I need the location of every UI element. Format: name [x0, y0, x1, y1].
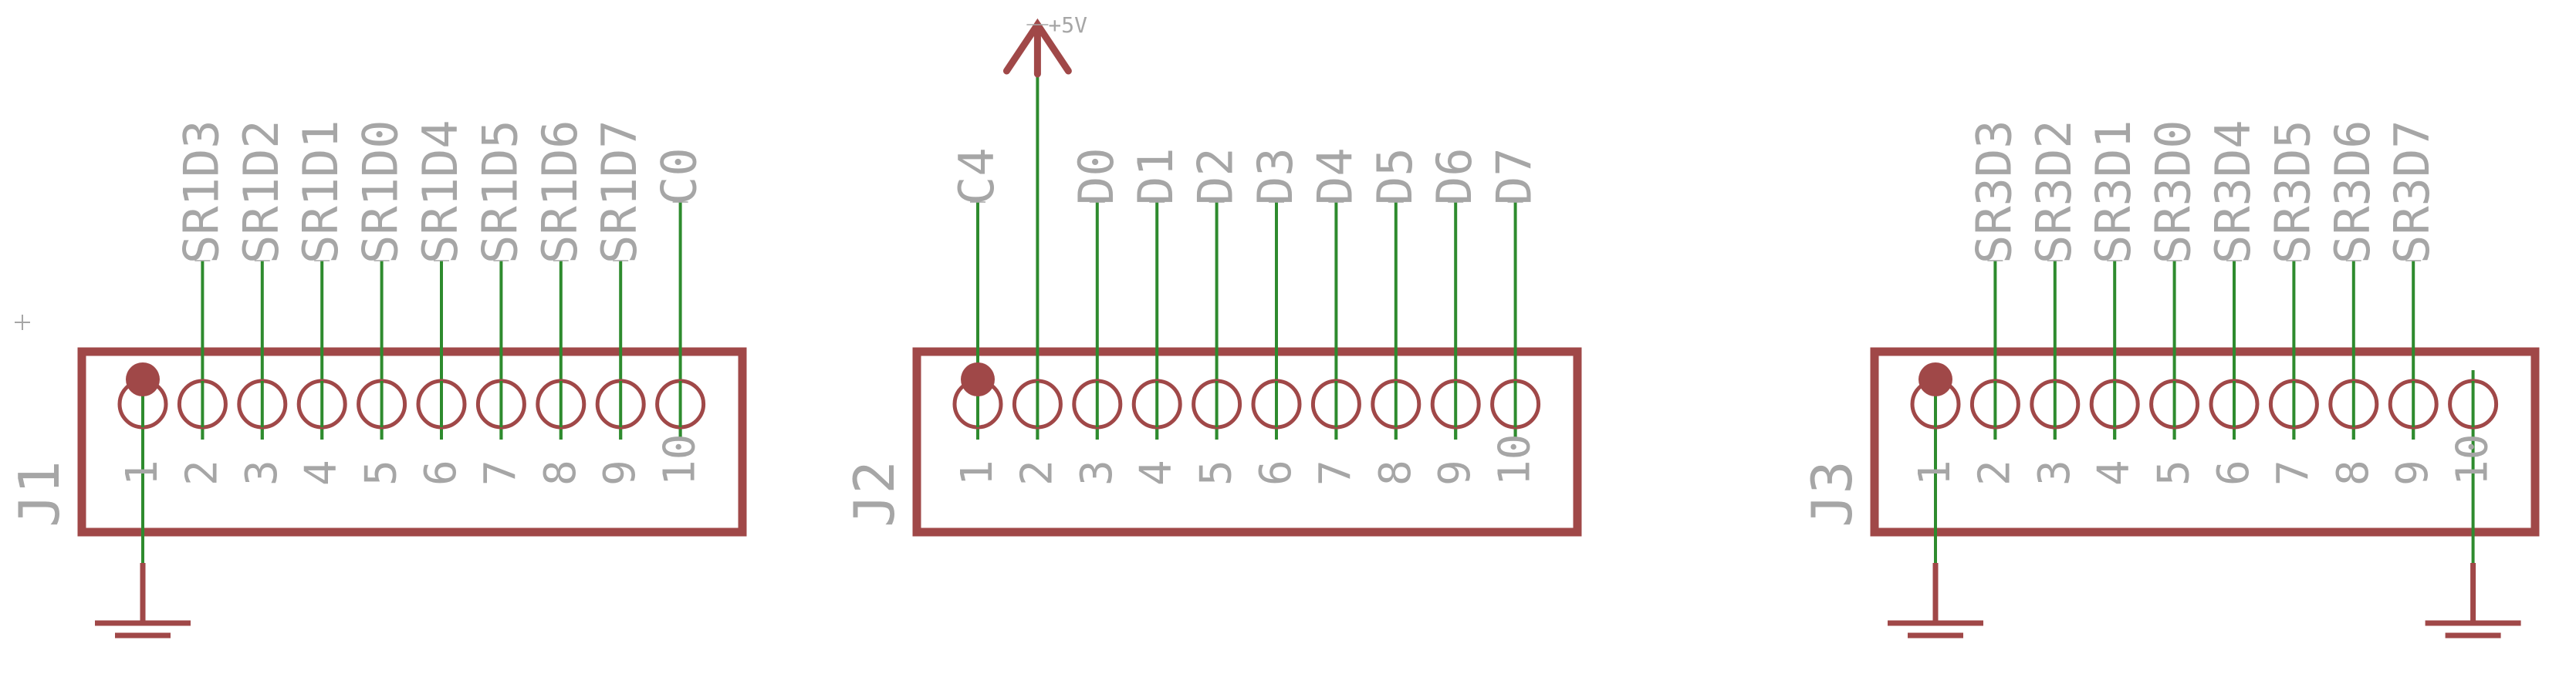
pin-number: 5	[2149, 460, 2199, 486]
net-label: SR1D2	[233, 120, 289, 264]
connector-body	[912, 347, 1582, 537]
ground-icon	[1888, 620, 1983, 639]
pin-number: 5	[357, 460, 407, 486]
connector-label: J3	[1800, 460, 1864, 527]
pin-number: 10	[1490, 434, 1540, 486]
net-label: SR3D6	[2324, 120, 2381, 264]
power-label-5v: +5V	[1048, 12, 1087, 38]
net-label: D2	[1188, 147, 1244, 205]
pin-number: 1	[117, 460, 167, 486]
pin-number: 4	[1131, 460, 1182, 486]
connector-label: J2	[842, 460, 907, 527]
pin1-marker-icon	[961, 362, 995, 396]
net-label: D6	[1426, 147, 1482, 205]
pin-number: 4	[296, 460, 347, 486]
net-label: D0	[1068, 147, 1124, 205]
net-label: SR3D3	[1966, 120, 2022, 264]
pin-number: 9	[1430, 460, 1480, 486]
pin-number: 2	[177, 460, 227, 486]
net-label: SR3D4	[2205, 120, 2261, 264]
net-label: D5	[1367, 147, 1423, 205]
pin-number: 2	[1969, 460, 2020, 486]
pin-number: 6	[416, 460, 466, 486]
net-label: SR1D0	[353, 120, 409, 264]
net-label: SR1D4	[412, 120, 468, 264]
net-label: D3	[1247, 147, 1303, 205]
ground-icon	[95, 620, 191, 639]
net-label: D1	[1127, 147, 1184, 205]
pin-number: 8	[536, 460, 586, 486]
pin-number: 5	[1192, 460, 1242, 486]
net-label: SR1D6	[532, 120, 588, 264]
pin-number: 3	[237, 460, 287, 486]
pin-number: 7	[2268, 460, 2318, 486]
pin-number: 7	[1310, 460, 1361, 486]
net-label: C0	[651, 147, 708, 205]
net-label: SR3D7	[2384, 120, 2440, 264]
pin-number: 9	[2388, 460, 2438, 486]
pin-number: 6	[1251, 460, 1301, 486]
pin-number: 6	[2209, 460, 2259, 486]
net-label: SR3D1	[2085, 120, 2142, 264]
pin-number: 1	[952, 460, 1002, 486]
pin-number: 3	[2030, 460, 2080, 486]
pin-number: 1	[1910, 460, 1960, 486]
pin-number: 10	[655, 434, 705, 486]
net-label: SR1D5	[472, 120, 528, 264]
pin-number: 3	[1072, 460, 1122, 486]
pin-number: 7	[475, 460, 526, 486]
net-label: D7	[1486, 147, 1543, 205]
pin-number: 8	[2328, 460, 2378, 486]
connector-j1: J1 1 SR1D3 2 SR1D2 3 SR1D1 4 SR1D0 5 SR1D4 6 SR1D5 7 S…	[7, 120, 747, 639]
pin-number: 8	[1371, 460, 1421, 486]
net-label: D4	[1307, 147, 1363, 205]
connector-body	[1870, 347, 2540, 537]
connector-body	[77, 347, 747, 537]
net-label: SR1D3	[173, 120, 229, 264]
net-label: SR3D2	[2026, 120, 2082, 264]
pin1-marker-icon	[1918, 362, 1952, 396]
net-label: SR1D7	[591, 120, 647, 264]
connector-label: J1	[7, 460, 72, 527]
pin-number: 9	[595, 460, 645, 486]
net-label: SR3D5	[2264, 120, 2321, 264]
net-label: C4	[948, 147, 1005, 205]
pin-number: 4	[2089, 460, 2139, 486]
origin-marker	[15, 315, 30, 330]
net-label: SR1D1	[292, 120, 349, 264]
pin-number: 10	[2448, 434, 2498, 486]
ground-icon	[2425, 620, 2521, 639]
net-label: SR3D0	[2145, 120, 2202, 264]
pin1-marker-icon	[126, 362, 160, 396]
pin-number: 2	[1012, 460, 1062, 486]
connector-j3: J3 1 SR3D3 2 SR3D2 3 SR3D1 4 SR3D0 5 SR3D4 6 SR3D5 7 S…	[1800, 120, 2540, 639]
